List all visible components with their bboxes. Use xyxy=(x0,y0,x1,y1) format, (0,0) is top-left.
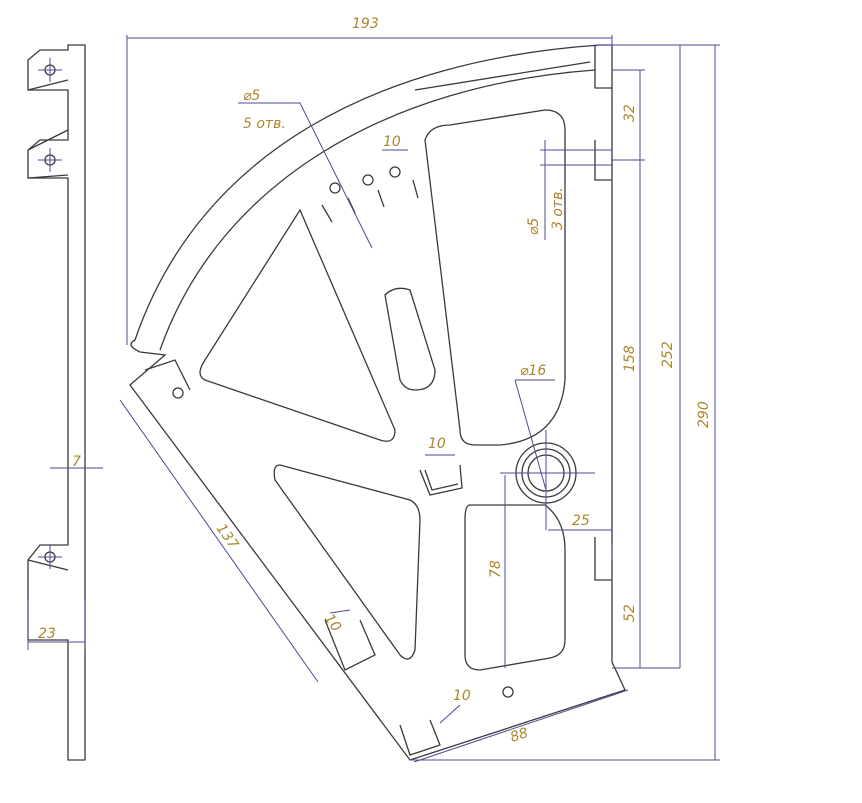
dim-hole-dia-right: ⌀5 xyxy=(526,218,542,235)
dim-88: 88 xyxy=(508,725,530,746)
dim-hole-count-3: 3 отв. xyxy=(550,187,566,230)
dim-25: 25 xyxy=(572,513,590,529)
dim-bracket-center: 10 xyxy=(428,436,446,452)
dim-32: 32 xyxy=(622,104,638,122)
dim-158: 158 xyxy=(622,345,638,372)
side-view xyxy=(27,44,103,761)
dim-hole-count-5: 5 отв. xyxy=(243,116,286,132)
dim-side-width-23: 23 xyxy=(38,626,56,642)
dim-290: 290 xyxy=(696,401,712,428)
dim-bracket-left: 10 xyxy=(321,611,344,635)
dim-bracket-bottom: 10 xyxy=(453,688,471,704)
dim-hole-dia-5: ⌀5 xyxy=(243,88,260,104)
dimension-lines xyxy=(119,35,720,763)
dim-252: 252 xyxy=(660,341,676,368)
dim-hole-dia-16: ⌀16 xyxy=(520,363,546,379)
main-plate xyxy=(129,44,626,761)
dim-137: 137 xyxy=(213,521,241,552)
dim-52: 52 xyxy=(622,604,638,622)
dim-193: 193 xyxy=(352,16,379,32)
dim-78: 78 xyxy=(488,560,504,578)
dim-thickness-7: 7 xyxy=(72,454,81,470)
dim-slot-pitch: 10 xyxy=(383,134,401,150)
